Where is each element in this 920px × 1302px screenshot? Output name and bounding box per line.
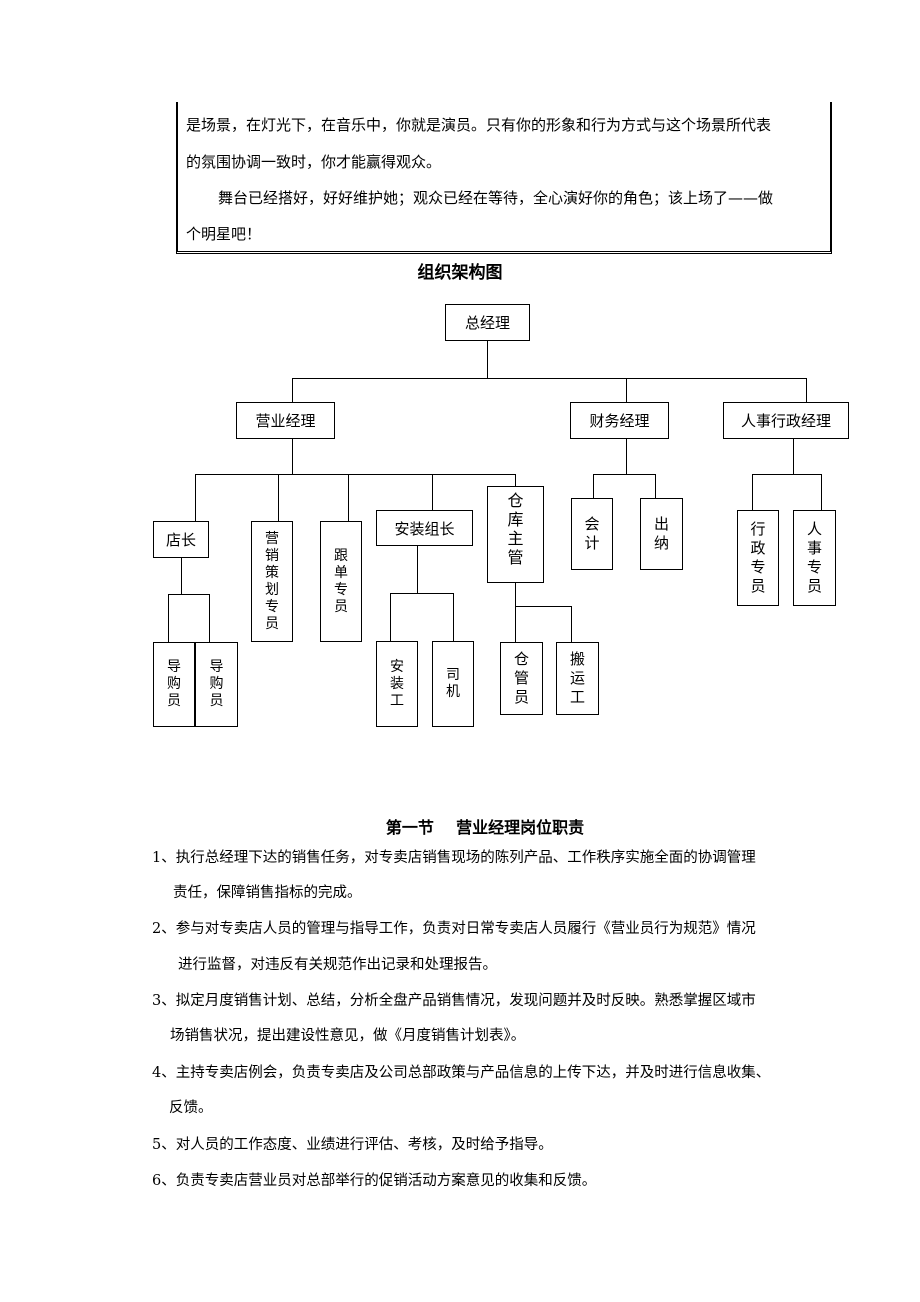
- guide-box: 导 购 员: [195, 642, 238, 727]
- general-manager-box: 总经理: [445, 304, 530, 341]
- warehouse-supervisor-label: 仓 库 主 管: [507, 491, 524, 567]
- paragraph-line: 4、主持专卖店例会，负责专卖店及公司总部政策与产品信息的上传下达，并及时进行信息…: [152, 1065, 771, 1081]
- porter-label: 搬 运 工: [569, 650, 585, 706]
- accountant-box: 会 计: [571, 498, 613, 570]
- warehouse-supervisor-box: 仓 库 主 管: [487, 486, 544, 583]
- guide-label: 导 购 员: [209, 659, 224, 709]
- porter-box: 搬 运 工: [556, 642, 599, 715]
- accountant-label: 会 计: [584, 515, 600, 552]
- store-manager-label: 店长: [165, 531, 196, 549]
- marketing-specialist-label: 营 销 策 划 专 员: [265, 530, 279, 632]
- hr-admin-manager-box: 人事行政经理: [723, 402, 849, 439]
- paragraph-line: 2、参与对专卖店人员的管理与指导工作，负责对日常专卖店人员履行《营业员行为规范》…: [152, 921, 756, 937]
- marketing-specialist-box: 营 销 策 划 专 员: [251, 521, 293, 642]
- intro-line: 舞台已经搭好，好好维护她；观众已经在等待，全心演好你的角色；该上场了——做: [218, 189, 774, 207]
- section-title: 第一节 营业经理岗位职责: [385, 818, 585, 837]
- guide-box: 导 购 员: [153, 642, 195, 727]
- paragraph-line: 5、对人员的工作态度、业绩进行评估、考核，及时给予指导。: [152, 1137, 553, 1153]
- org-chart-title: 组织架构图: [417, 263, 503, 283]
- paragraph-line: 6、负责专卖店营业员对总部举行的促销活动方案意见的收集和反馈。: [152, 1173, 597, 1189]
- installer-box: 安 装 工: [376, 641, 418, 727]
- warehouse-keeper-label: 仓 管 员: [513, 650, 529, 706]
- paragraph-line: 场销售状况，提出建设性意见，做《月度销售计划表》。: [170, 1028, 526, 1044]
- paragraph-line: 进行监督，对违反有关规范作出记录和处理报告。: [178, 957, 497, 973]
- hr-specialist-label: 人 事 专 员: [806, 520, 822, 595]
- cashier-label: 出 纳: [653, 515, 669, 552]
- paragraph-line: 3、拟定月度销售计划、总结，分析全盘产品销售情况，发现问题并及时反映。熟悉掌握区…: [152, 993, 756, 1009]
- intro-line: 个明星吧！: [186, 225, 262, 243]
- intro-line: 的氛围协调一致时，你才能赢得观众。: [186, 153, 442, 171]
- cashier-box: 出 纳: [640, 498, 683, 570]
- install-leader-label: 安装组长: [394, 519, 455, 538]
- intro-box: [176, 102, 832, 254]
- sales-manager-box: 营业经理: [236, 402, 335, 439]
- installer-label: 安 装 工: [390, 658, 404, 709]
- install-leader-box: 安装组长: [376, 510, 473, 546]
- finance-manager-label: 财务经理: [589, 412, 650, 430]
- store-manager-box: 店长: [153, 521, 209, 558]
- admin-specialist-box: 行 政 专 员: [737, 510, 779, 606]
- admin-specialist-label: 行 政 专 员: [750, 520, 766, 595]
- paragraph-line: 1、执行总经理下达的销售任务，对专卖店销售现场的陈列产品、工作秩序实施全面的协调…: [152, 850, 756, 866]
- follow-up-specialist-label: 跟 单 专 员: [334, 547, 348, 615]
- driver-label: 司 机: [446, 667, 460, 700]
- hr-admin-manager-label: 人事行政经理: [740, 412, 831, 430]
- follow-up-specialist-box: 跟 单 专 员: [320, 521, 362, 642]
- sales-manager-label: 营业经理: [255, 412, 316, 430]
- warehouse-keeper-box: 仓 管 员: [500, 642, 543, 715]
- intro-line: 是场景，在灯光下，在音乐中，你就是演员。只有你的形象和行为方式与这个场景所代表: [186, 116, 772, 134]
- hr-specialist-box: 人 事 专 员: [793, 510, 836, 606]
- paragraph-line: 反馈。: [169, 1100, 213, 1116]
- general-manager-label: 总经理: [464, 314, 510, 332]
- finance-manager-box: 财务经理: [570, 402, 669, 439]
- guide-label: 导 购 员: [167, 659, 181, 709]
- paragraph-line: 责任，保障销售指标的完成。: [173, 885, 362, 901]
- driver-box: 司 机: [432, 641, 474, 727]
